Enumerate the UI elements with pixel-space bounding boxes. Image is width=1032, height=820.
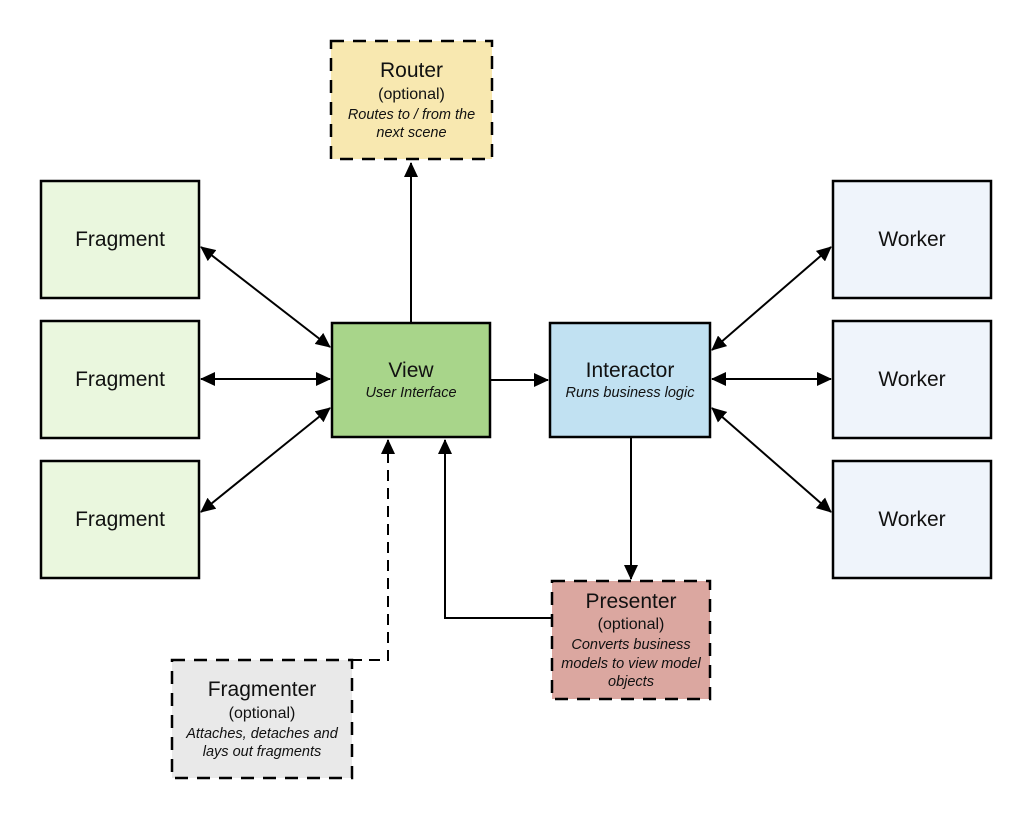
router-node — [329, 39, 494, 161]
interactor-label: Interactor Runs business logic — [552, 325, 708, 435]
view-description: User Interface — [365, 385, 457, 402]
worker-node-1 — [831, 179, 993, 300]
fragmenter-label: Fragmenter (optional) Attaches, detaches… — [174, 662, 350, 776]
fragment-title: Fragment — [75, 227, 165, 251]
fragmenter-title: Fragmenter — [207, 678, 317, 702]
interactor-node — [548, 321, 712, 439]
fragment-label-1: Fragment — [43, 183, 197, 296]
presenter-label: Presenter (optional) Converts business m… — [554, 583, 708, 697]
fragment-node-3 — [39, 459, 201, 580]
fragment-title: Fragment — [75, 367, 165, 391]
view-node — [330, 321, 492, 439]
fragment-label-2: Fragment — [43, 323, 197, 436]
fragmenter-description: Attaches, detaches and lays out fragment… — [186, 725, 338, 761]
edge-interactor-worker-3 — [711, 407, 832, 513]
fragment-node-2 — [39, 319, 201, 440]
worker-node-2 — [831, 319, 993, 440]
router-label: Router (optional) Routes to / from the n… — [333, 43, 490, 157]
view-label: View User Interface — [334, 325, 488, 435]
fragment-title: Fragment — [75, 507, 165, 531]
nodes-layer — [39, 39, 993, 780]
router-optional: (optional) — [378, 85, 445, 103]
worker-node-3 — [831, 459, 993, 580]
interactor-description: Runs business logic — [565, 385, 695, 402]
router-description: Routes to / from the next scene — [347, 106, 476, 142]
worker-label-3: Worker — [835, 463, 989, 576]
worker-label-1: Worker — [835, 183, 989, 296]
router-title: Router — [379, 59, 444, 83]
edges-layer — [200, 162, 832, 661]
edge-fragmenter-view — [351, 439, 395, 661]
worker-title: Worker — [878, 367, 946, 391]
worker-label-2: Worker — [835, 323, 989, 436]
presenter-title: Presenter — [585, 590, 677, 614]
edge-view-fragment-1 — [200, 246, 331, 348]
fragmenter-node — [170, 658, 354, 780]
edge-view-fragment-3 — [200, 407, 331, 513]
fragmenter-optional: (optional) — [228, 704, 296, 722]
presenter-node — [550, 579, 712, 701]
edge-presenter-view — [438, 439, 552, 619]
fragment-label-3: Fragment — [43, 463, 197, 576]
presenter-description: Converts business models to view model o… — [561, 637, 701, 691]
interactor-title: Interactor — [585, 359, 675, 383]
fragment-node-1 — [39, 179, 201, 300]
edge-interactor-worker-1 — [711, 246, 832, 351]
view-title: View — [388, 359, 434, 383]
presenter-optional: (optional) — [597, 616, 665, 634]
worker-title: Worker — [878, 227, 946, 251]
worker-title: Worker — [878, 507, 946, 531]
